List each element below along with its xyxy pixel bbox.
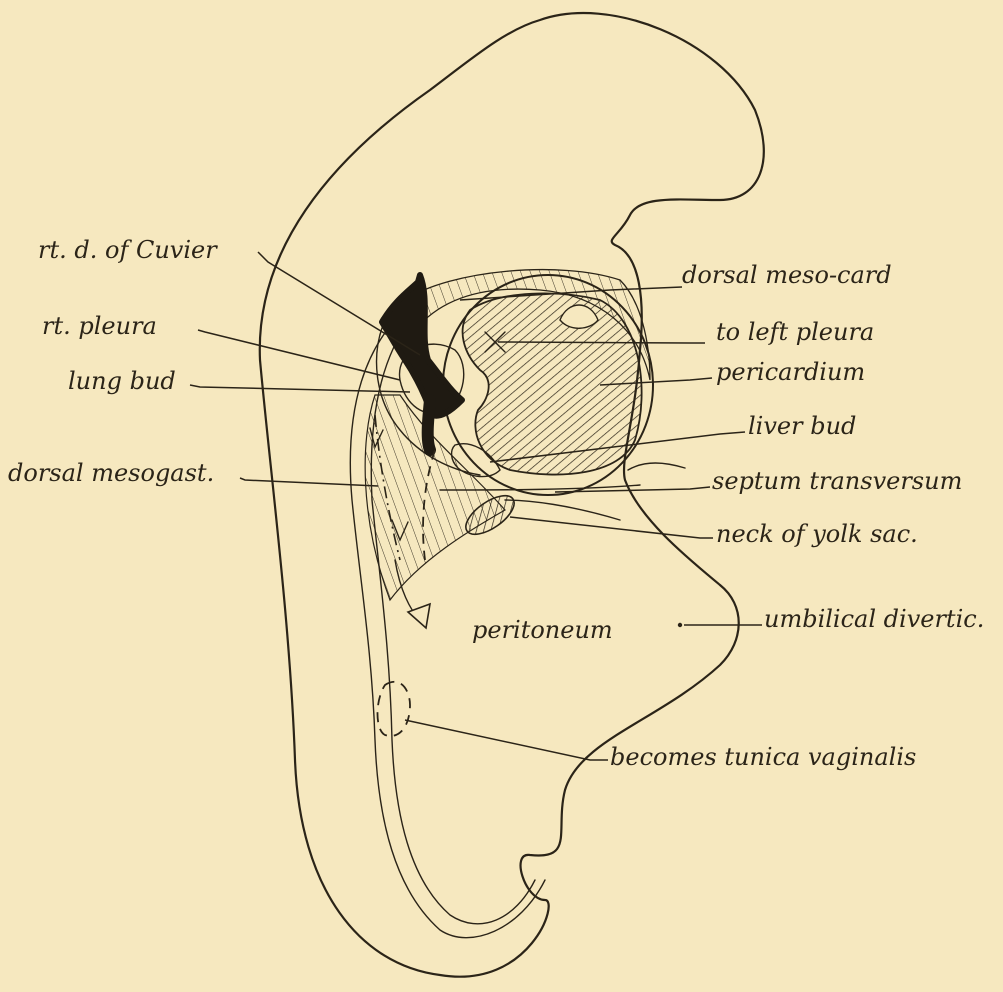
label-umbilical-divertic: umbilical divertic. (764, 605, 984, 633)
label-septum-transversum: septum transversum (712, 467, 962, 495)
label-dorsal-meso-card: dorsal meso-card (682, 261, 892, 289)
embryo-outline (260, 13, 764, 977)
yolk-sac-stalk (505, 500, 620, 520)
tunica-vaginalis-outline (378, 682, 411, 736)
septum-transversum-line-2 (628, 463, 685, 470)
umbilical-dot (678, 623, 682, 627)
label-to-left-pleura: to left pleura (716, 318, 874, 346)
label-dorsal-mesogast: dorsal mesogast. (8, 459, 214, 487)
label-peritoneum: peritoneum (472, 616, 613, 644)
label-pericardium: pericardium (716, 358, 865, 386)
label-lung-bud: lung bud (68, 367, 176, 395)
label-neck-of-yolk-sac: neck of yolk sac. (716, 520, 918, 548)
duct-of-cuvier-lower (428, 400, 430, 450)
label-liver-bud: liver bud (748, 412, 856, 440)
label-tunica-vaginalis: becomes tunica vaginalis (610, 743, 916, 771)
label-rt-pleura: rt. pleura (42, 312, 157, 340)
label-duct-of-cuvier: rt. d. of Cuvier (38, 236, 218, 264)
